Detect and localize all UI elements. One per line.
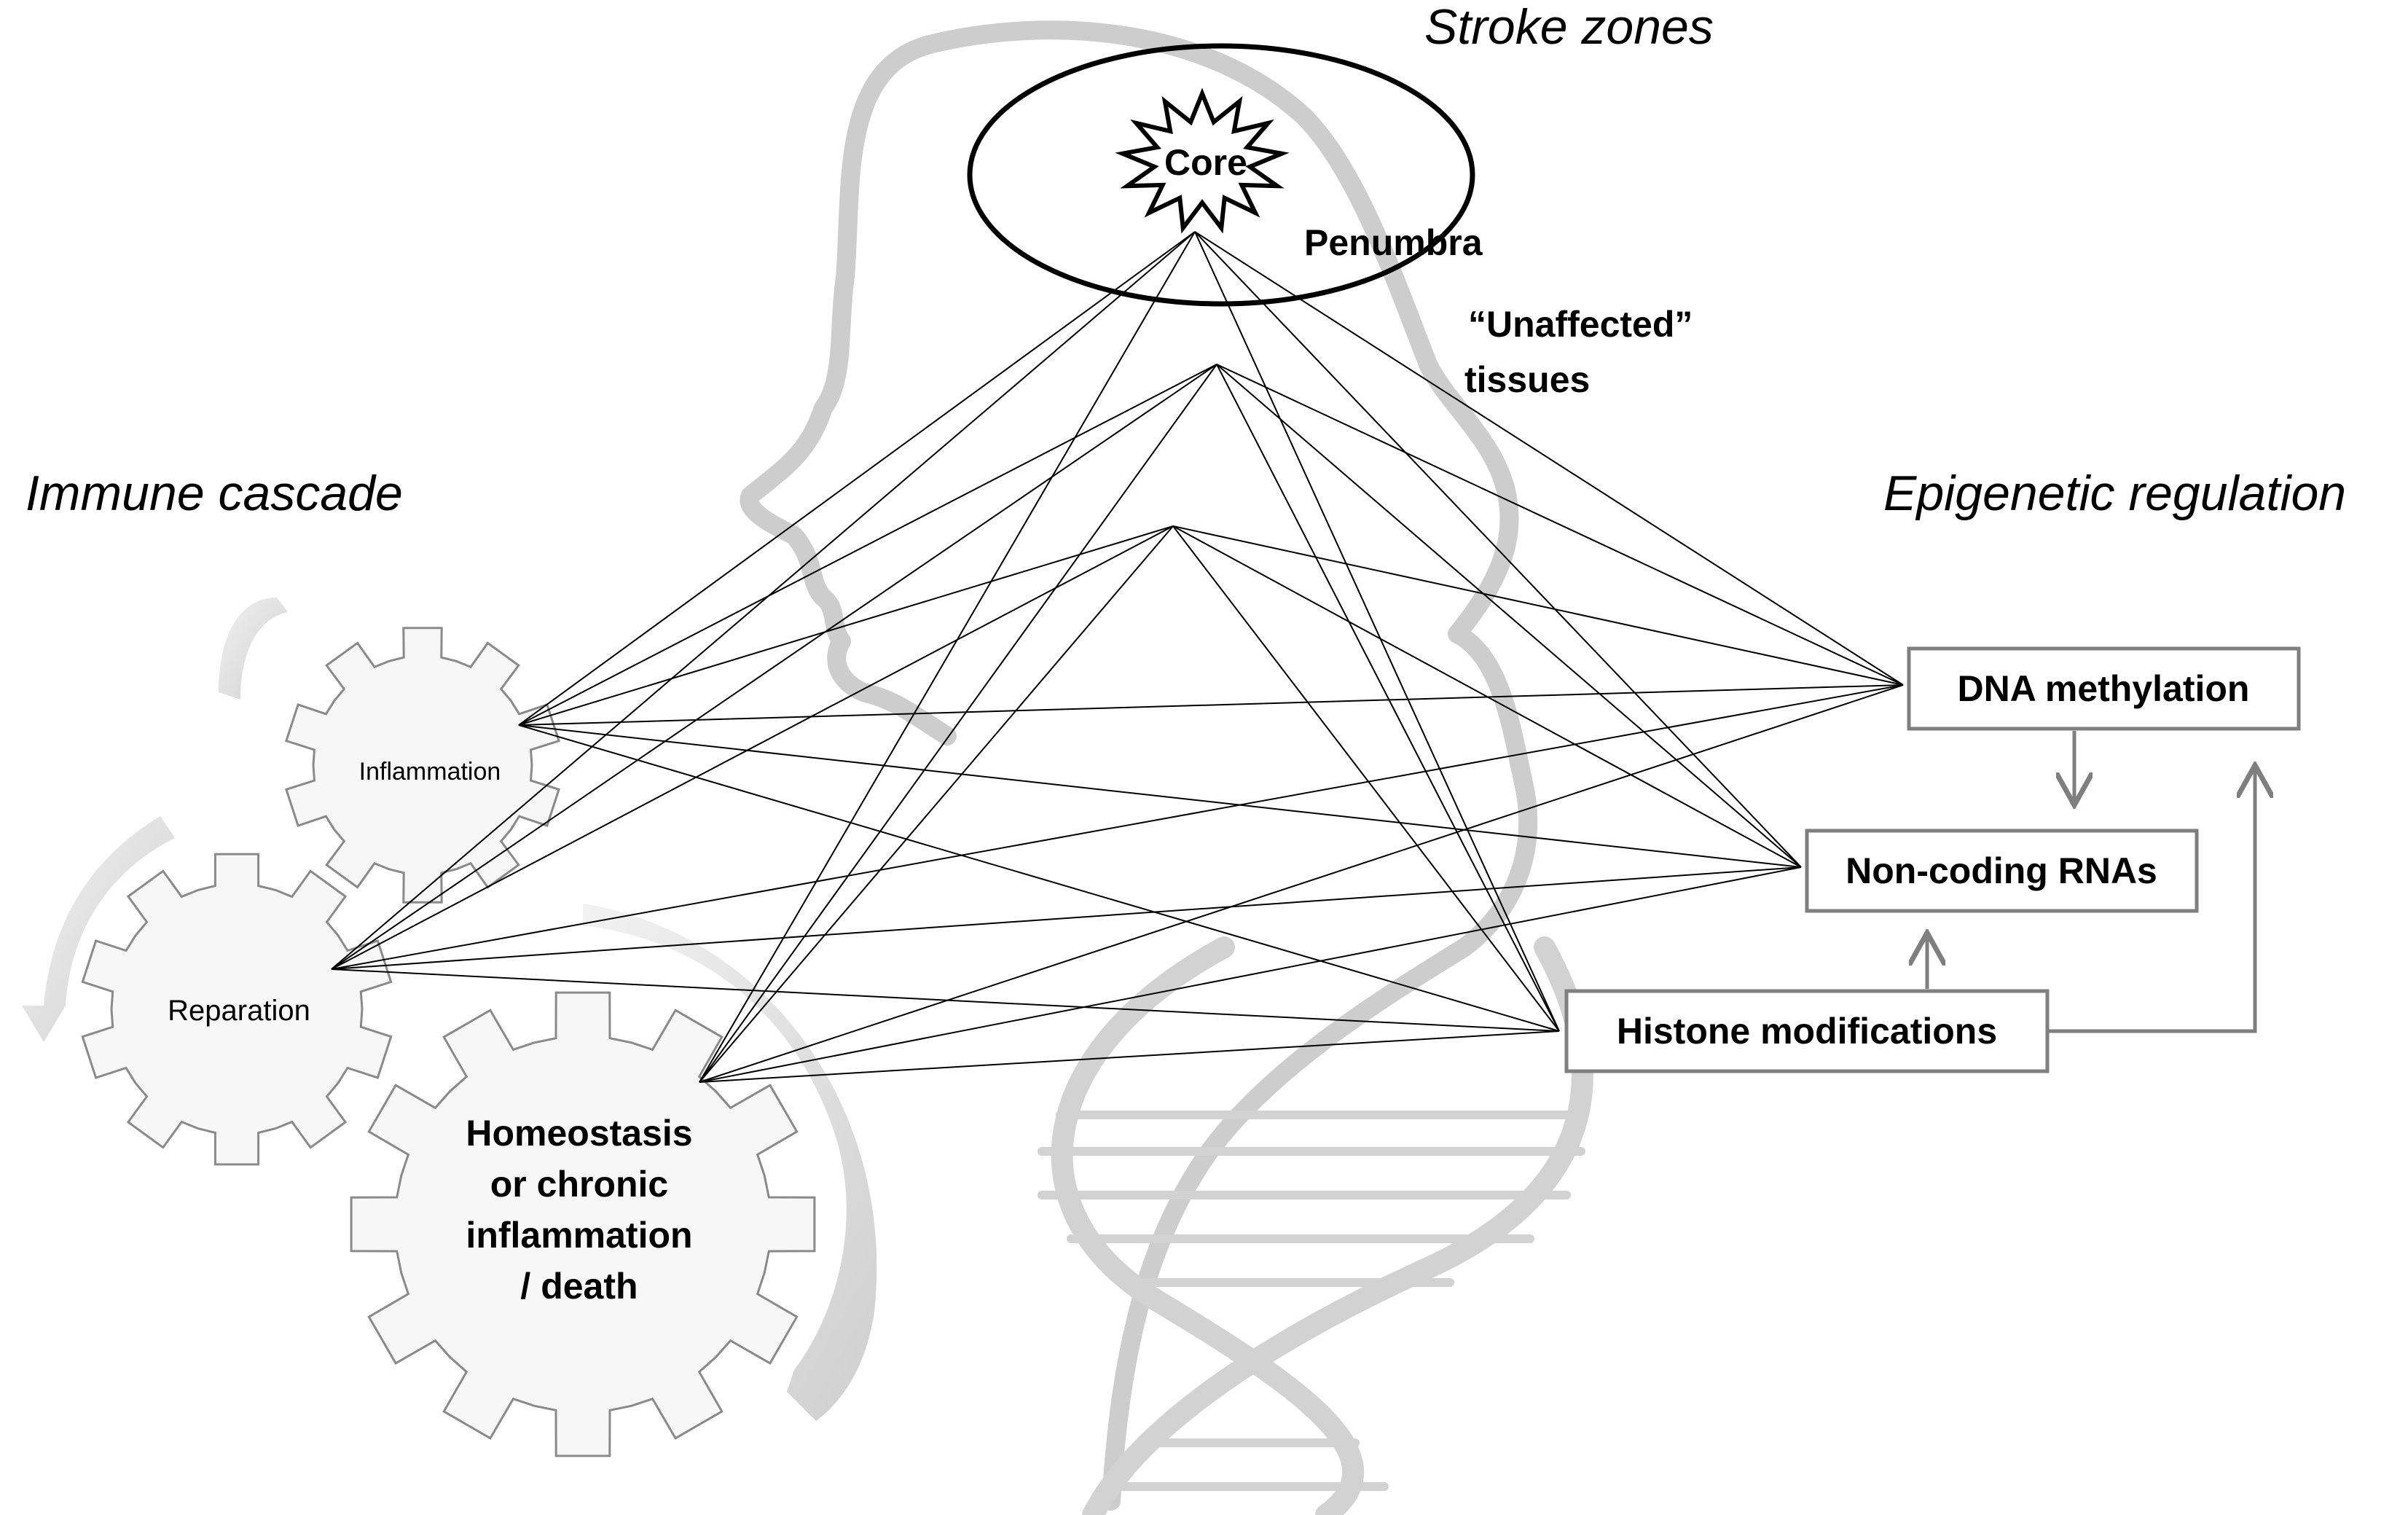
non-coding-rnas-box: Non-coding RNAs (1805, 829, 2199, 913)
connection-line (518, 724, 1560, 1032)
histone-modifications-box: Histone modifications (1564, 989, 2050, 1073)
homeostasis-label-line-1: Homeostasis (466, 1113, 692, 1154)
connection-line (699, 231, 1196, 1083)
histone-modifications-label: Histone modifications (1617, 1011, 1997, 1052)
connection-line (1172, 525, 1560, 1032)
connection-line (518, 364, 1217, 726)
connection-line (331, 364, 1217, 970)
connection-line (331, 525, 1174, 970)
core-label: Core (1164, 142, 1247, 183)
dna-methylation-box: DNA methylation (1907, 646, 2301, 731)
dna-methylation-label: DNA methylation (1958, 668, 2250, 709)
connection-line (699, 866, 1802, 1083)
connection-line (699, 364, 1217, 1083)
cycle-swoosh-arrows (22, 598, 877, 1421)
connection-line (1216, 364, 1802, 868)
penumbra-ellipse (967, 43, 1475, 307)
connection-line (1194, 231, 1904, 686)
homeostasis-label-line-2: or chronic (490, 1164, 668, 1205)
stroke-zones-title: Stroke zones (1424, 0, 1714, 55)
connection-line (518, 525, 1174, 726)
swoosh-arrow-right (583, 904, 877, 1421)
homeostasis-label-line-4: / death (520, 1266, 638, 1307)
stroke-zone-figure (967, 43, 1475, 307)
connection-line (331, 968, 1560, 1032)
epigenetic-arrows (1927, 731, 2255, 1033)
connection-line (1194, 231, 1802, 868)
connection-line (699, 1030, 1560, 1083)
connection-line (699, 684, 1904, 1083)
connection-line (1172, 525, 1904, 686)
core-star-shape (1115, 87, 1290, 234)
connection-line (518, 231, 1196, 726)
connection-line (1216, 364, 1904, 686)
connection-line (331, 231, 1196, 970)
connection-line (1194, 231, 1560, 1032)
unaffected-label: “Unaffected” (1468, 304, 1693, 345)
gear-reparation (81, 853, 393, 1166)
reparation-label: Reparation (168, 995, 310, 1027)
immune-cascade-title: Immune cascade (26, 466, 403, 521)
inflammation-label: Inflammation (359, 758, 501, 786)
swoosh-arrow-top (219, 598, 288, 700)
head-silhouette (740, 20, 1538, 1511)
gear-homeostasis (350, 991, 816, 1457)
connection-line (331, 866, 1802, 970)
arrow-histone-to-dna (2049, 769, 2255, 1033)
penumbra-label: Penumbra (1304, 222, 1483, 263)
non-coding-rnas-label: Non-coding RNAs (1846, 850, 2157, 891)
swoosh-arrow-left (22, 816, 175, 1042)
connection-lines (331, 231, 1904, 1083)
connection-line (699, 525, 1174, 1083)
connection-line (1216, 364, 1560, 1032)
epigenetic-regulation-title: Epigenetic regulation (1883, 466, 2346, 521)
tissues-label: tissues (1464, 359, 1590, 400)
connection-line (518, 684, 1904, 726)
connection-line (331, 684, 1904, 970)
homeostasis-label-line-3: inflammation (466, 1215, 692, 1256)
connection-line (518, 724, 1802, 868)
